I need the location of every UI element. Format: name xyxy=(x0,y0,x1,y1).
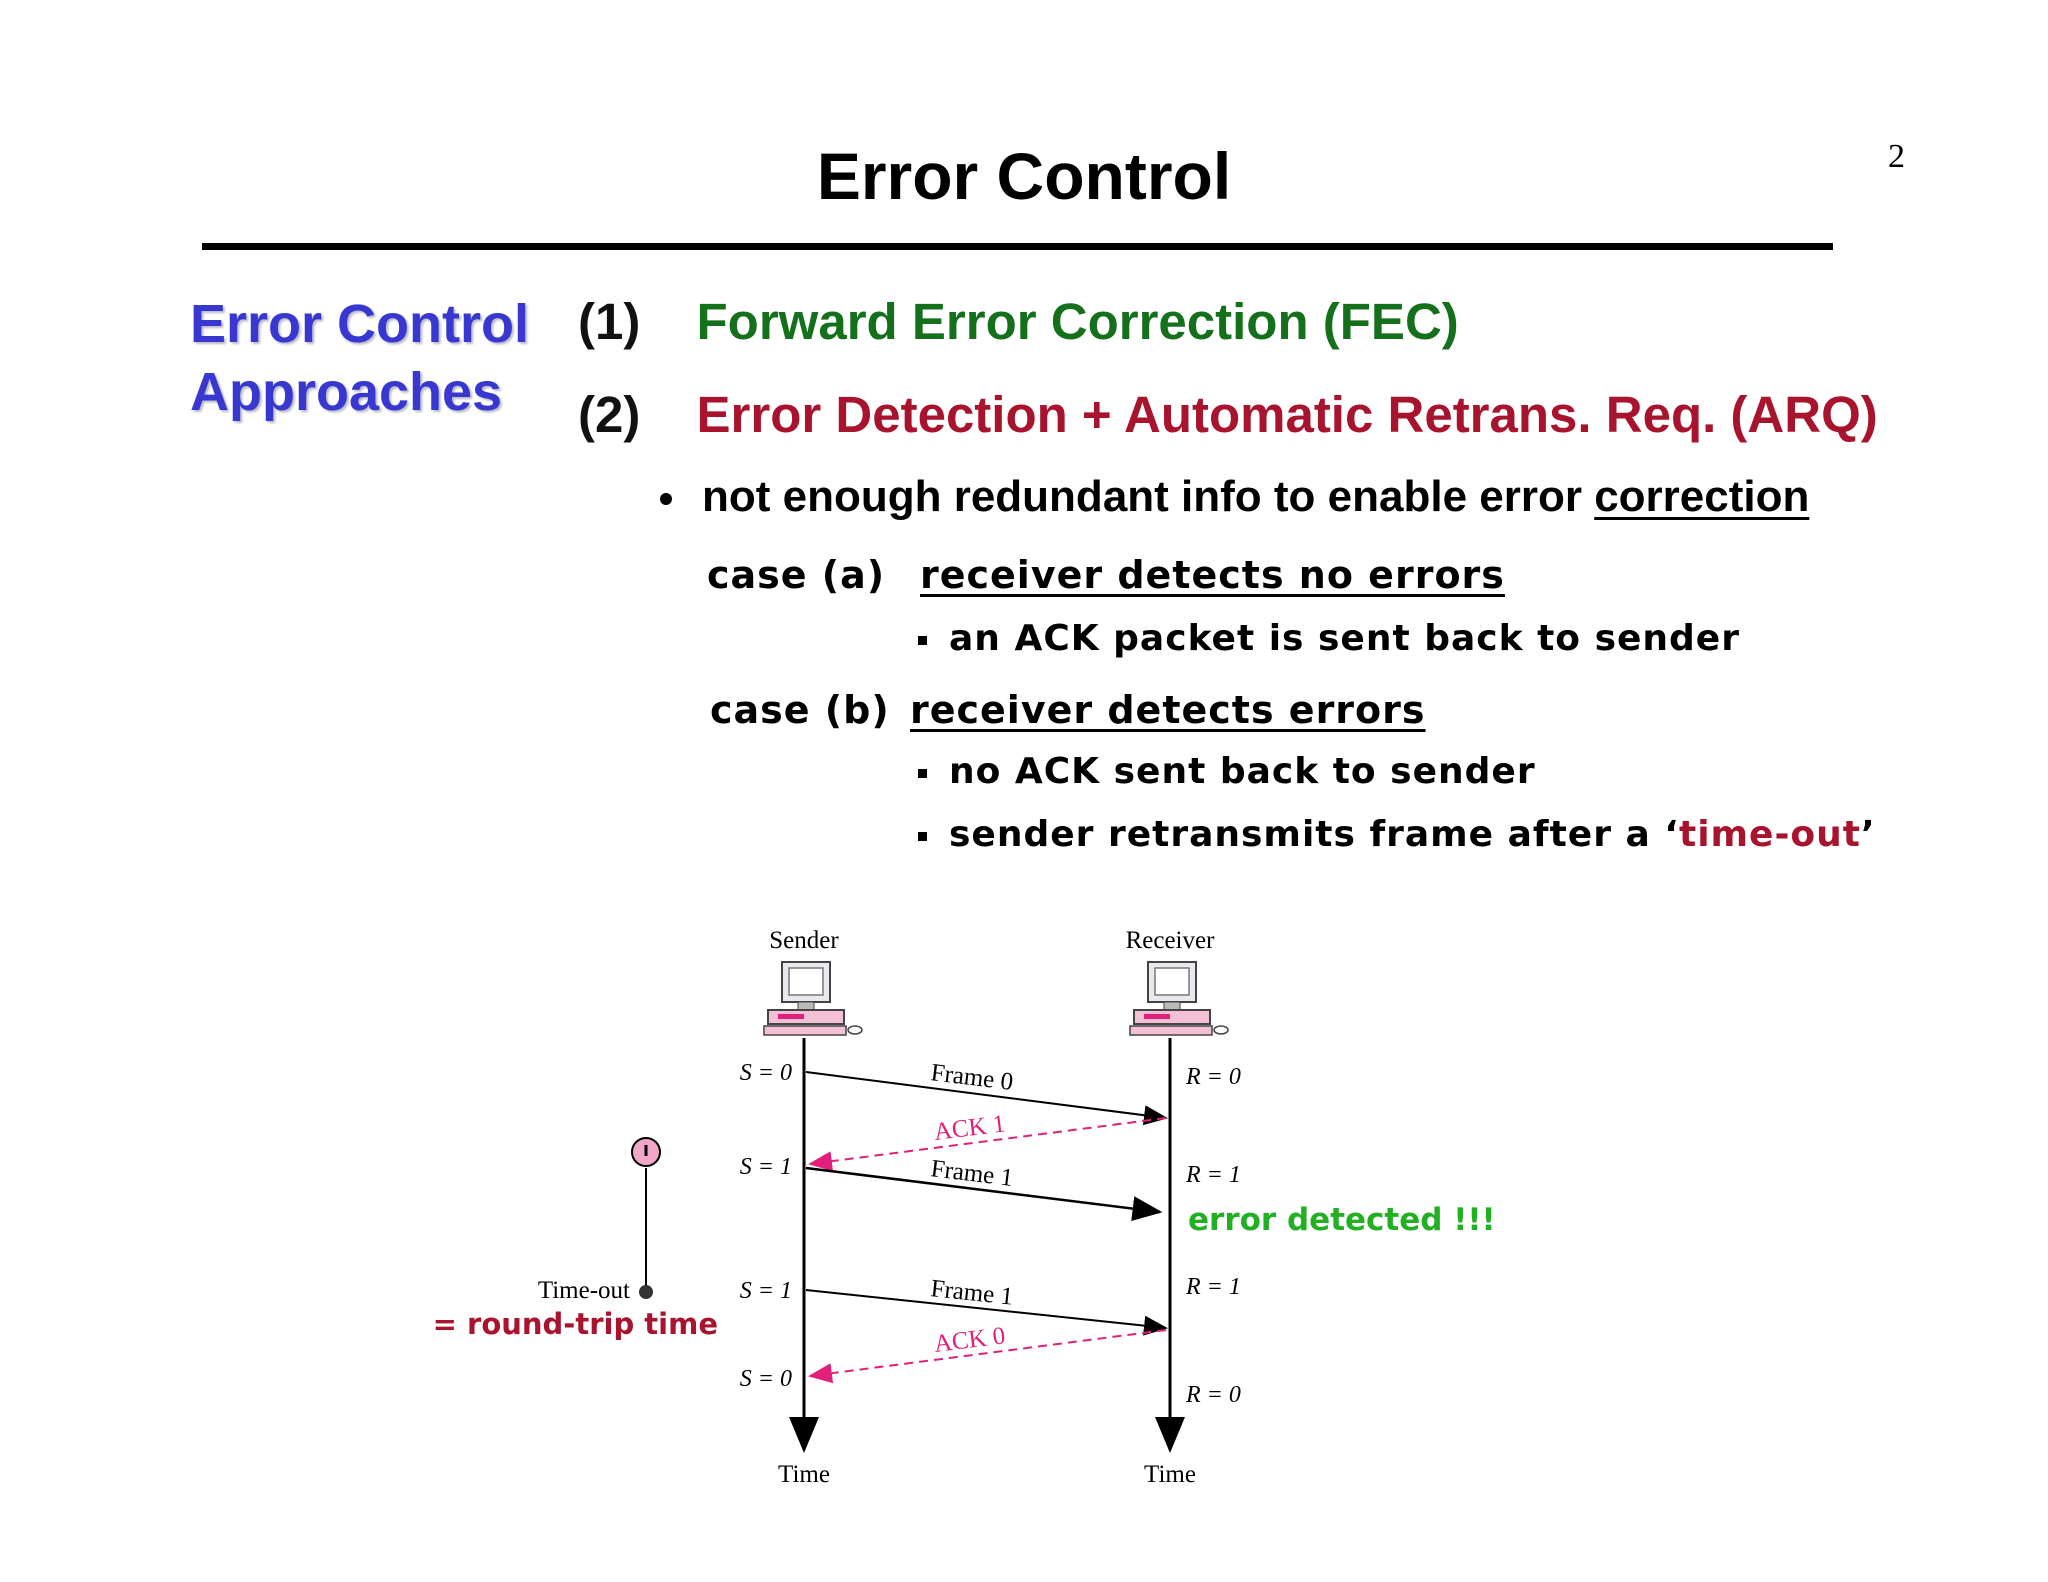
frame0-label: Frame 0 xyxy=(929,1059,1014,1096)
bullet-dot xyxy=(660,493,672,506)
case-a-label: case (a) xyxy=(707,553,886,597)
case-a-heading: receiver detects no errors xyxy=(920,553,1505,597)
approach-2-label: Error Detection + Automatic Retrans. Req… xyxy=(696,386,1878,443)
timeout-label: Time-out xyxy=(538,1277,630,1304)
receiver-computer-icon xyxy=(1129,961,1229,1036)
case-b-item-1-text: no ACK sent back to sender xyxy=(949,751,1536,792)
frame1-retransmit-arrow xyxy=(805,1289,1168,1336)
receiver-state: R = 1 xyxy=(1185,1162,1241,1188)
sender-time-label: Time xyxy=(778,1461,830,1488)
receiver-state: R = 1 xyxy=(1185,1274,1241,1300)
page-number: 2 xyxy=(1888,138,1905,175)
receiver-label: Receiver xyxy=(1126,927,1216,954)
case-b-item-2: sender retransmits frame after a ‘time-o… xyxy=(918,814,1876,855)
sender-state: S = 1 xyxy=(740,1154,792,1180)
frame1-arrow xyxy=(805,1166,1163,1222)
square-bullet-icon xyxy=(918,768,927,778)
roundtrip-label: = round-trip time xyxy=(433,1307,718,1341)
title-rule xyxy=(202,243,1833,250)
receiver-state: R = 0 xyxy=(1185,1064,1241,1090)
side-heading-line2: Approaches xyxy=(190,362,503,422)
approach-2-number: (2) xyxy=(578,386,641,443)
case-b-heading: receiver detects errors xyxy=(910,688,1426,732)
case-a-item: an ACK packet is sent back to sender xyxy=(918,618,1740,659)
case-b-label: case (b) xyxy=(710,688,890,732)
sender-computer-icon xyxy=(763,961,863,1036)
sender-state: S = 0 xyxy=(740,1060,792,1086)
approach-1-number: (1) xyxy=(578,293,641,350)
sender-state: S = 1 xyxy=(740,1278,792,1304)
slide-title: Error Control xyxy=(816,139,1232,213)
approach-1: (1) Forward Error Correction (FEC) xyxy=(578,292,1459,351)
receiver-time-label: Time xyxy=(1144,1461,1196,1488)
case-b-item-2-suffix: ’ xyxy=(1861,814,1876,855)
side-heading-line1: Error Control xyxy=(190,294,530,354)
approach-2: (2) Error Detection + Automatic Retrans.… xyxy=(578,385,1878,444)
timeout-dot xyxy=(639,1285,653,1299)
case-a-item-text: an ACK packet is sent back to sender xyxy=(949,618,1740,659)
square-bullet-icon xyxy=(918,831,927,841)
frame0-arrow xyxy=(805,1071,1168,1126)
square-bullet-icon xyxy=(918,635,927,645)
side-heading: Error Control Approaches xyxy=(190,290,560,426)
error-detected-note: error detected !!! xyxy=(1188,1202,1496,1238)
frame1-label: Frame 1 xyxy=(929,1155,1014,1192)
bullet-text: not enough redundant info to enable erro… xyxy=(702,472,1595,521)
case-b-item-2-prefix: sender retransmits frame after a ‘ xyxy=(949,814,1679,855)
case-b-item-2-highlight: time-out xyxy=(1679,814,1861,855)
receiver-state: R = 0 xyxy=(1185,1382,1241,1408)
bullet-underlined: correction xyxy=(1594,472,1810,521)
case-b-item-1: no ACK sent back to sender xyxy=(918,751,1536,792)
approach-1-label: Forward Error Correction (FEC) xyxy=(696,293,1459,350)
sender-label: Sender xyxy=(769,927,839,954)
sender-state: S = 0 xyxy=(740,1366,792,1392)
bullet-line: not enough redundant info to enable erro… xyxy=(660,472,1809,522)
